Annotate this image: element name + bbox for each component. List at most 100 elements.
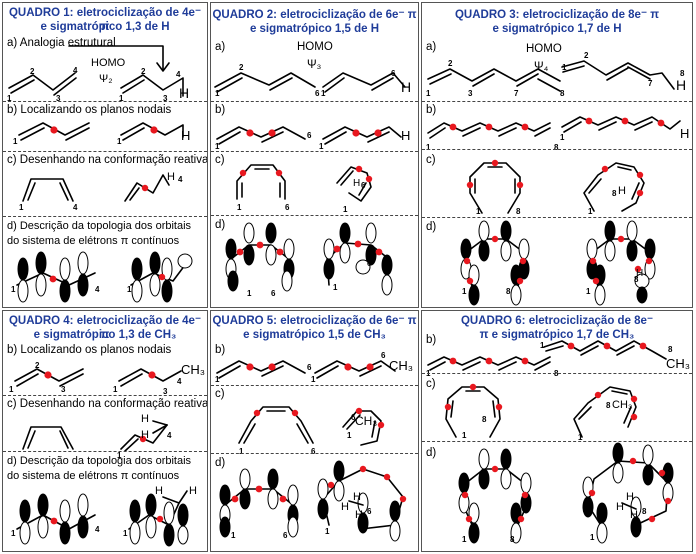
panel-title: QUADRO 6: eletrociclização de 8e⁻	[460, 315, 654, 327]
atom-number: 1	[476, 207, 481, 216]
atom-number: 1	[11, 529, 16, 538]
section-c-label: c) Desenhando na conformação reativa	[7, 154, 208, 166]
psi-label: Ψ₂	[99, 73, 113, 85]
atom-number: 4	[73, 203, 78, 212]
section-c-label: c)	[426, 378, 436, 390]
section-d-label: d)	[426, 221, 437, 233]
panel-title: QUADRO 3: eletrociclização de 8e⁻ π	[454, 9, 660, 21]
section-divider	[3, 151, 207, 152]
nodal-planes-structure	[427, 340, 667, 371]
atom-number: 1	[321, 89, 326, 98]
atom-number: 6	[351, 413, 356, 422]
hydrogen-label: H	[626, 491, 634, 503]
atom-number: 7	[514, 89, 519, 98]
panel-subtitle: e sigmatrópico 1,7 de H	[492, 23, 622, 35]
psi-label: Ψ₃	[307, 59, 322, 71]
atom-number: 1	[231, 531, 236, 540]
atom-number: 6	[315, 89, 320, 98]
hydrogen-label: H	[401, 128, 411, 143]
reactive-conformation	[236, 164, 373, 202]
atom-number: 8	[516, 207, 521, 216]
orbital-topology	[225, 222, 393, 296]
reactive-conformation	[444, 383, 638, 438]
atom-number: 4	[95, 285, 100, 294]
methyl-label: CH₃	[612, 399, 633, 411]
section-divider	[211, 453, 418, 454]
atom-number: 8	[606, 401, 611, 410]
section-d-label: d) Descrição da topologia dos orbitais	[7, 220, 192, 232]
atom-number: 1	[586, 287, 591, 296]
atom-number: 6	[311, 447, 316, 456]
section-b-label: b)	[426, 104, 437, 116]
hydrogen-label: H	[618, 185, 626, 197]
section-a-label: a)	[426, 41, 437, 53]
orbital-topology	[460, 220, 656, 306]
section-c-label: c)	[215, 388, 225, 400]
atom-number: 8	[482, 415, 487, 424]
panel-quadro-1: QUADRO 1: eletrociclização de 4e⁻ π e si…	[2, 2, 208, 308]
reactive-conformation	[238, 406, 385, 446]
atom-number: 8	[510, 535, 515, 544]
orbital-topology	[16, 251, 193, 303]
hydrogen-label: H	[179, 85, 190, 101]
panel-title: QUADRO 1: eletrociclização de 4e⁻ π	[8, 7, 202, 33]
atom-number: 3	[56, 94, 61, 103]
atom-number: 6	[381, 351, 386, 360]
panel-quadro-3: QUADRO 3: eletrociclização de 8e⁻ π e si…	[421, 2, 693, 308]
atom-number: 2	[239, 63, 244, 72]
homo-label: HOMO	[297, 41, 333, 53]
butadiene-structure	[8, 45, 184, 97]
atom-number: 3	[163, 94, 168, 103]
hydrogen-label: H	[616, 501, 624, 513]
atom-number: 6	[283, 531, 288, 540]
atom-number: 8	[612, 189, 617, 198]
atom-number: 2	[35, 361, 40, 370]
panel-quadro-5: QUADRO 5: eletrociclização de 6e⁻ π e si…	[210, 310, 419, 552]
nodal-planes-structure	[14, 368, 182, 387]
hydrogen-label: H	[341, 501, 349, 513]
hydrogen-label: H	[353, 178, 361, 189]
nodal-planes-structure	[216, 126, 402, 145]
atom-number: 4	[178, 175, 183, 184]
atom-number: 1	[119, 94, 124, 103]
section-d-label: d)	[215, 219, 226, 231]
atom-number: 1	[562, 63, 567, 72]
section-c-label: c) Desenhando na conformação reativa	[7, 398, 208, 410]
nodal-planes-structure	[427, 116, 681, 139]
atom-number: 2	[448, 59, 453, 68]
hydrogen-label: H	[181, 128, 191, 143]
section-c-label: c)	[215, 154, 225, 166]
atom-number: 4	[73, 66, 78, 75]
atom-number: 4	[176, 70, 181, 79]
atom-number: 3	[163, 387, 168, 396]
atom-number: 1	[462, 287, 467, 296]
atom-number: 1	[11, 285, 16, 294]
atom-number: 1	[462, 535, 467, 544]
atom-number: 1	[311, 375, 316, 384]
atom-number: 2	[141, 67, 146, 76]
methyl-label: CH₃	[666, 356, 691, 371]
hydrogen-label: H	[141, 429, 149, 441]
atom-number: 1	[540, 341, 545, 350]
hydrogen-label: H	[353, 491, 361, 503]
atom-number: 6	[391, 69, 396, 78]
atom-number: 1	[560, 133, 565, 142]
atom-number: 1	[247, 289, 252, 298]
section-d-label: d)	[215, 457, 226, 469]
atom-number: 1	[239, 447, 244, 456]
section-divider	[422, 441, 692, 442]
octatetraene-structure	[427, 60, 675, 92]
section-b-label: b)	[426, 334, 437, 346]
section-divider	[422, 217, 692, 218]
section-divider	[3, 101, 207, 102]
panel-subtitle: e sigmatrópico 1,3 de CH₃	[33, 329, 177, 341]
atom-number: 1	[578, 433, 583, 442]
panel-title: QUADRO 2: eletrociclização de 6e⁻ π	[212, 9, 417, 21]
atom-number: 6	[271, 289, 276, 298]
atom-number: 6	[361, 181, 366, 190]
section-d-label: d) Descrição da topologia dos orbitais	[7, 455, 192, 467]
atom-number: 1	[7, 94, 12, 103]
hydrogen-label: H	[189, 485, 197, 497]
homo-label: HOMO	[526, 43, 562, 55]
panel-subtitle: e sigmatrópico 1,5 de CH₃	[243, 329, 386, 341]
